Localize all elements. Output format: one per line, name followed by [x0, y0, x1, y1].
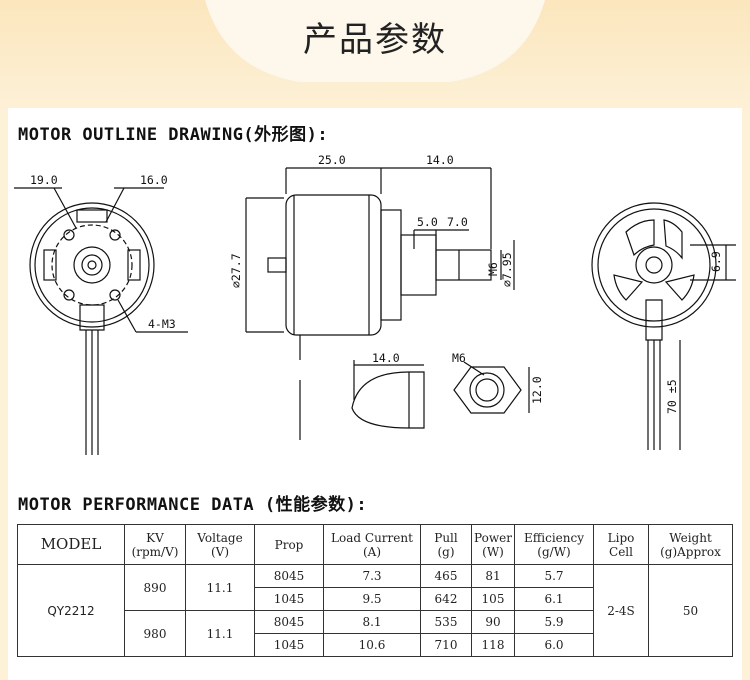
current-cell: 10.6 [323, 633, 421, 657]
dim-14: 14.0 [426, 153, 454, 167]
model-cell: QY2212 [17, 564, 125, 657]
pull-cell: 642 [420, 587, 472, 611]
table-header-row: MODEL KV(rpm/V) Voltage(V) Prop Load Cur… [17, 524, 733, 565]
th-current: Load Current(A) [323, 524, 421, 565]
dim-7: 7.0 [447, 215, 468, 229]
front-view [14, 187, 188, 455]
efficiency-cell: 6.0 [514, 633, 594, 657]
kv-cell: 890 [124, 564, 186, 611]
th-model: MODEL [17, 524, 125, 565]
efficiency-cell: 5.9 [514, 610, 594, 634]
kv-cell: 980 [124, 610, 186, 657]
table-row: QY2212 890 11.1 8045 7.3 465 81 5.7 2-4S… [17, 564, 733, 657]
dim-dia277: ⌀27.7 [229, 253, 243, 288]
dim-m6: M6 [486, 262, 500, 276]
performance-table: MODEL KV(rpm/V) Voltage(V) Prop Load Cur… [17, 524, 733, 657]
rear-view [591, 202, 736, 450]
outline-heading: MOTOR OUTLINE DRAWING(外形图): [18, 125, 329, 145]
prop-cell: 1045 [254, 587, 324, 611]
th-efficiency: Efficiency(g/W) [514, 524, 594, 565]
table-row: 980 11.1 8045 8.1 535 90 5.9 [18, 610, 733, 657]
side-view [245, 167, 515, 440]
weight-cell: 50 [648, 564, 733, 657]
power-cell: 105 [471, 587, 515, 611]
th-pull: Pull(g) [420, 524, 472, 565]
power-cell: 118 [471, 633, 515, 657]
dim-5: 5.0 [417, 215, 438, 229]
page-title: 产品参数 [303, 20, 447, 60]
table-row: 1045 9.5 642 105 6.1 [18, 587, 733, 611]
current-cell: 8.1 [323, 610, 421, 634]
pull-cell: 710 [420, 633, 472, 657]
pull-cell: 535 [420, 610, 472, 634]
prop-cell: 8045 [254, 610, 324, 634]
pull-cell: 465 [420, 564, 472, 588]
dim-69: 6.9 [709, 251, 723, 272]
th-kv: KV(rpm/V) [124, 524, 186, 565]
dim-nut12: 12.0 [530, 376, 544, 404]
prop-cell: 8045 [254, 564, 324, 588]
current-cell: 9.5 [323, 587, 421, 611]
dim-lead70: 70 ±5 [665, 379, 679, 414]
th-weight: Weight(g)Approx [648, 524, 733, 565]
power-cell: 81 [471, 564, 515, 588]
th-voltage: Voltage(V) [185, 524, 255, 565]
th-prop: Prop [254, 524, 324, 565]
dim-nut14: 14.0 [372, 351, 400, 365]
voltage-cell: 11.1 [185, 610, 255, 657]
efficiency-cell: 5.7 [514, 564, 594, 588]
dim-4m3: 4-M3 [148, 317, 176, 331]
th-power: Power(W) [471, 524, 515, 565]
current-cell: 7.3 [323, 564, 421, 588]
dim-dia795: ⌀7.95 [500, 252, 514, 287]
prop-nut-drawing [351, 360, 530, 429]
lipo-cell: 2-4S [593, 564, 649, 657]
dim-nutm6: M6 [452, 351, 466, 365]
dim-19: 19.0 [30, 173, 58, 187]
header-banner [0, 0, 750, 115]
performance-heading: MOTOR PERFORMANCE DATA (性能参数): [18, 495, 368, 515]
voltage-cell: 11.1 [185, 564, 255, 611]
dim-25: 25.0 [318, 153, 346, 167]
motor-outline-drawing: 19.0 16.0 4-M3 25.0 14.0 5.0 7.0 ⌀27.7 M… [14, 153, 736, 455]
power-cell: 90 [471, 610, 515, 634]
efficiency-cell: 6.1 [514, 587, 594, 611]
dim-16: 16.0 [140, 173, 168, 187]
prop-cell: 1045 [254, 633, 324, 657]
table-row: 1045 10.6 710 118 6.0 [18, 633, 733, 657]
